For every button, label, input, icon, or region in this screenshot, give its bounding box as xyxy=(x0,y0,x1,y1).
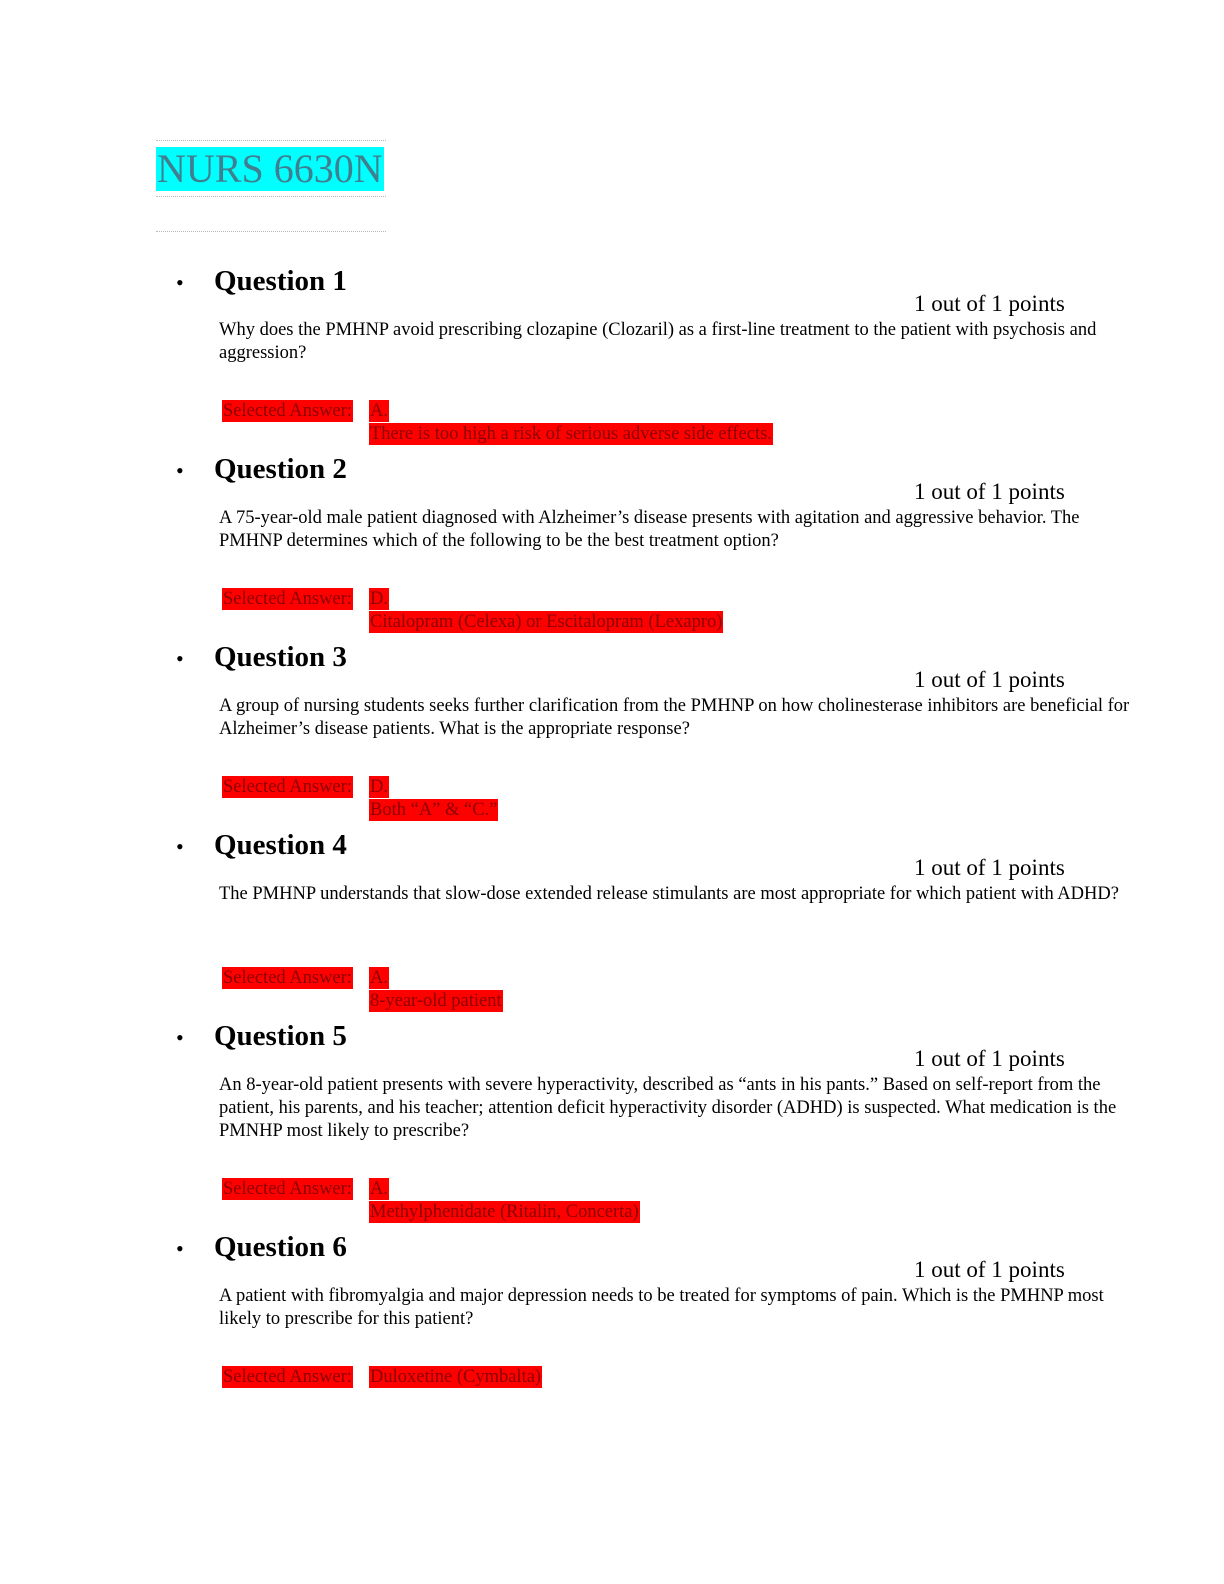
selected-answer-label: Selected Answer: xyxy=(222,1366,353,1388)
answer-text: Duloxetine (Cymbalta) xyxy=(369,1366,543,1388)
bullet-icon: • xyxy=(176,270,184,295)
question-title: Question 4 xyxy=(214,829,347,861)
answer-text: 8-year-old patient xyxy=(369,990,503,1012)
header-middle-divider xyxy=(156,196,386,197)
answer-letter: D. xyxy=(369,588,389,610)
question-text: Why does the PMHNP avoid prescribing clo… xyxy=(219,320,1097,363)
question-points: 1 out of 1 points xyxy=(914,479,1065,504)
question-points: 1 out of 1 points xyxy=(914,667,1065,692)
answer-text: There is too high a risk of serious adve… xyxy=(369,423,773,445)
question-points: 1 out of 1 points xyxy=(914,855,1065,880)
question-title: Question 1 xyxy=(214,265,347,297)
answer-text: Methylphenidate (Ritalin, Concerta) xyxy=(369,1201,640,1223)
bullet-icon: • xyxy=(176,1025,184,1050)
header-bottom-divider xyxy=(156,231,386,232)
answer-text: Both “A” & “C.” xyxy=(369,799,499,821)
bullet-icon: • xyxy=(176,1236,184,1261)
question-title: Question 5 xyxy=(214,1020,347,1052)
question-points: 1 out of 1 points xyxy=(914,1046,1065,1071)
selected-answer-label: Selected Answer: xyxy=(222,776,353,798)
question-title: Question 2 xyxy=(214,453,347,485)
question-points: 1 out of 1 points xyxy=(914,291,1065,316)
answer-letter: A. xyxy=(369,1178,389,1200)
question-title: Question 6 xyxy=(214,1231,347,1263)
answer-letter: A. xyxy=(369,400,389,422)
bullet-icon: • xyxy=(176,646,184,671)
selected-answer-label: Selected Answer: xyxy=(222,967,353,989)
answer-letter: D. xyxy=(369,776,389,798)
question-text: A patient with fibromyalgia and major de… xyxy=(219,1286,1104,1329)
bullet-icon: • xyxy=(176,834,184,859)
selected-answer-label: Selected Answer: xyxy=(222,400,353,422)
header-top-divider xyxy=(156,140,386,141)
question-text: A 75-year-old male patient diagnosed wit… xyxy=(219,508,1080,551)
question-text: The PMHNP understands that slow-dose ext… xyxy=(219,884,1119,904)
course-title: NURS 6630N xyxy=(156,146,384,191)
bullet-icon: • xyxy=(176,458,184,483)
question-points: 1 out of 1 points xyxy=(914,1257,1065,1282)
selected-answer-label: Selected Answer: xyxy=(222,588,353,610)
question-text: An 8-year-old patient presents with seve… xyxy=(219,1075,1117,1141)
answer-text: Citalopram (Celexa) or Escitalopram (Lex… xyxy=(369,611,724,633)
question-text: A group of nursing students seeks furthe… xyxy=(219,696,1130,739)
question-title: Question 3 xyxy=(214,641,347,673)
course-header: NURS 6630N xyxy=(156,140,386,232)
selected-answer-label: Selected Answer: xyxy=(222,1178,353,1200)
answer-letter: A. xyxy=(369,967,389,989)
